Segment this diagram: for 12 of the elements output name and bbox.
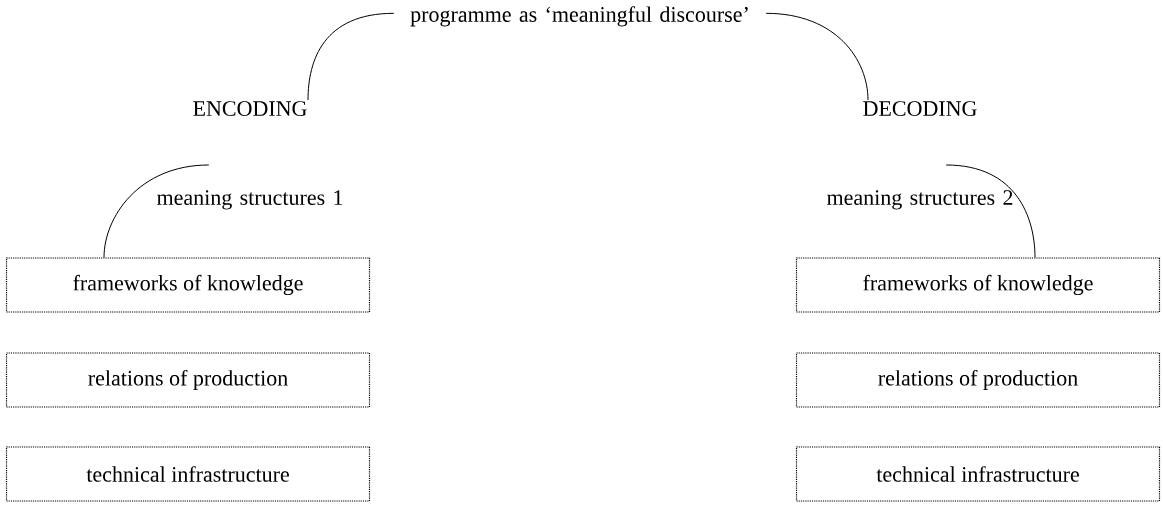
caption-text: programme as ‘meaningful discourse’ [410,6,748,27]
heading-text: ENCODING meaning structures 1 [157,101,343,210]
dotted-box: frameworks of knowledge [5,257,371,313]
curved-connector [103,164,210,258]
dotted-box: technical infrastructure [5,446,371,502]
curved-connector [765,12,869,101]
dotted-box: frameworks of knowledge [795,257,1161,313]
dotted-box: relations of production [5,352,371,408]
dotted-box: relations of production [795,352,1161,408]
dotted-box: technical infrastructure [795,446,1161,502]
curved-connector [307,12,395,101]
curved-connector [945,164,1036,258]
